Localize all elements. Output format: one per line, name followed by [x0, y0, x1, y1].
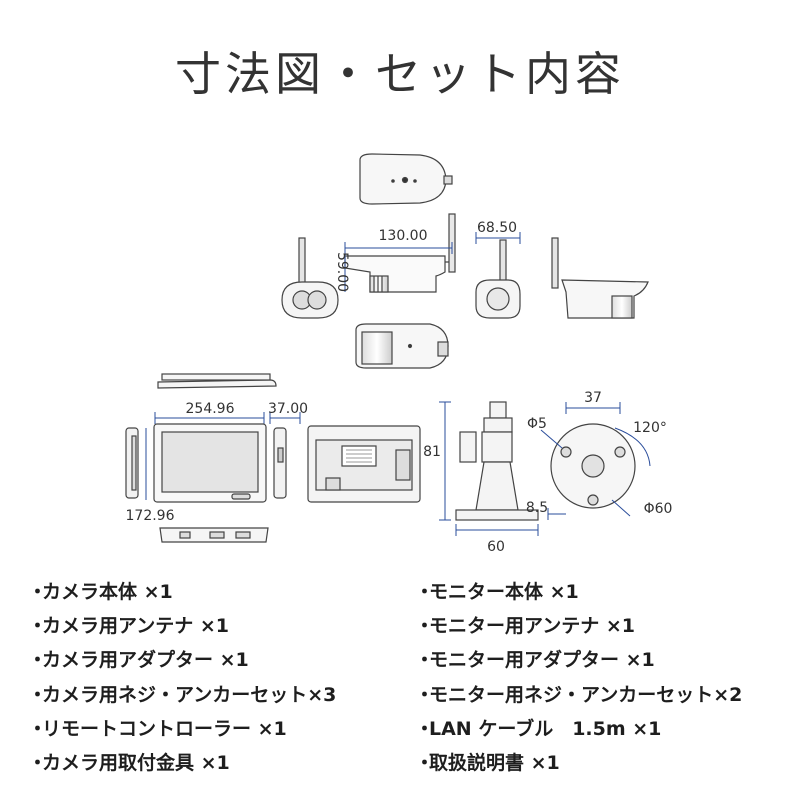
page-title: 寸法図・セット内容: [175, 47, 625, 101]
dim-camera-depth: 68.50: [477, 220, 517, 236]
camera-depth-dimension: [475, 232, 521, 244]
list-item: ・カメラ用取付金具 ×1: [28, 751, 230, 774]
list-item: ・カメラ用アダプター ×1: [28, 649, 249, 672]
dim-hole-diameter: Φ5: [527, 416, 547, 432]
camera-right-side-view: [551, 237, 649, 319]
camera-top-view: [359, 153, 453, 205]
dim-mount-height: 81: [423, 444, 441, 460]
list-item: ・取扱説明書 ×1: [415, 751, 560, 774]
list-item: ・カメラ用アンテナ ×1: [28, 615, 229, 638]
monitor-back-view: [307, 425, 421, 503]
list-item: ・モニター本体 ×1: [415, 581, 579, 603]
camera-bottom-view: [355, 323, 449, 369]
dim-monitor-depth: 37.00: [268, 401, 308, 417]
dim-monitor-height: 172.96: [126, 508, 175, 524]
dim-camera-width: 130.00: [379, 228, 428, 244]
dim-hole-angle: 120°: [633, 420, 667, 436]
camera-front-view: [281, 237, 339, 319]
mount-dimensions: [439, 401, 539, 536]
list-item: ・LAN ケーブル 1.5m ×1: [415, 717, 662, 740]
dim-base-offset: 8.5: [526, 500, 548, 516]
contents-right-list: ・モニター本体 ×1 ・モニター用アンテナ ×1 ・モニター用アダプター ×1 …: [415, 575, 742, 780]
dim-monitor-width: 254.96: [186, 401, 235, 417]
monitor-right-side-view: [273, 427, 287, 499]
mount-base-view: [550, 423, 636, 509]
monitor-front-view: [153, 423, 267, 503]
monitor-bottom-view: [159, 527, 269, 543]
list-item: ・モニター用アンテナ ×1: [415, 615, 635, 638]
list-item: ・カメラ用ネジ・アンカーセット×3: [28, 683, 337, 706]
monitor-left-side-view: [125, 427, 139, 499]
list-item: ・カメラ本体 ×1: [28, 581, 173, 603]
monitor-width-dimension: [154, 412, 301, 424]
dim-base-diameter: Φ60: [644, 501, 673, 517]
contents-left-list: ・カメラ本体 ×1 ・カメラ用アンテナ ×1 ・カメラ用アダプター ×1 ・カメ…: [28, 575, 336, 780]
list-item: ・リモートコントローラー ×1: [28, 717, 287, 740]
camera-side-view: [344, 213, 456, 293]
set-contents: ・カメラ本体 ×1 ・カメラ用アンテナ ×1 ・カメラ用アダプター ×1 ・カメ…: [0, 575, 800, 795]
list-item: ・モニター用アダプター ×1: [415, 649, 655, 672]
dim-camera-height: 59.00: [334, 252, 350, 292]
camera-rear-view: [475, 239, 521, 319]
mount-base-dimensions: [540, 402, 651, 520]
dim-mount-width: 60: [487, 539, 505, 555]
monitor-top-view: [157, 373, 277, 389]
dim-hole-spacing: 37: [584, 390, 602, 406]
mount-side-view: [455, 401, 539, 521]
list-item: ・モニター用ネジ・アンカーセット×2: [415, 683, 743, 706]
